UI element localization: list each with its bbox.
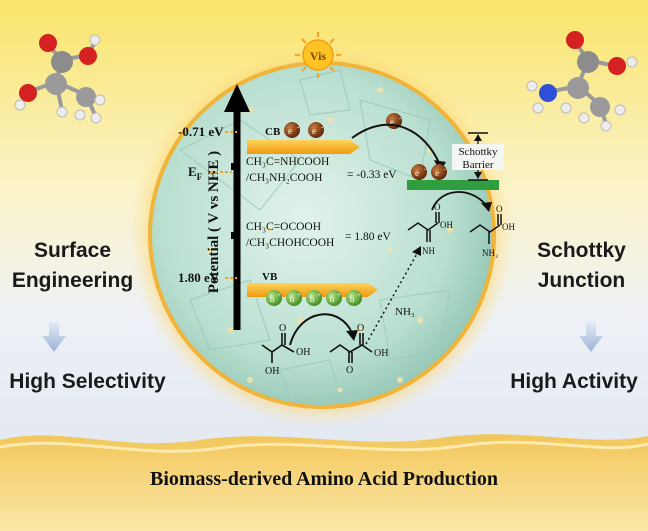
svg-text:+: + (357, 291, 361, 299)
svg-text:e: e (390, 117, 394, 127)
alanine-nh2: NH₂ (482, 248, 498, 258)
redox2-line2: /CH₃CHOHCOOH (246, 237, 334, 249)
right-title: Schottky Junction (515, 236, 648, 296)
svg-text:-: - (321, 123, 324, 131)
metal-cocatalyst-band (407, 180, 499, 190)
right-title-line2: Junction (537, 269, 626, 292)
sun-icon (295, 32, 341, 78)
imine-nh: NH (422, 246, 435, 256)
svg-text:+: + (317, 291, 321, 299)
redox1-value: = -0.33 eV (347, 169, 397, 181)
sand-highlight (0, 440, 648, 453)
lactic-o: O (279, 323, 286, 334)
ef-label: EF (188, 164, 203, 182)
potential-axis-arrowhead (224, 84, 250, 112)
ef-tick (231, 163, 237, 170)
potential-axis-label: Potential ( V vs NHE ) (206, 151, 222, 293)
redox2-tick (231, 232, 237, 239)
svg-text:h: h (310, 294, 315, 304)
photocatalyst-sphere (148, 61, 496, 409)
reduction-arrowhead (481, 202, 492, 212)
svg-text:e: e (288, 126, 292, 136)
svg-text:h: h (290, 294, 295, 304)
svg-text:e: e (312, 126, 316, 136)
svg-text:+: + (337, 291, 341, 299)
lactic-oh-2: OH (265, 366, 279, 377)
vb-hole-5: h+ (346, 290, 362, 306)
left-title-line1: Surface (33, 239, 112, 262)
pyruvic-o-bottom: O (346, 365, 353, 376)
metal-electron-2: e - (431, 164, 447, 180)
cb-band (247, 140, 360, 154)
lactic-oh-1: OH (296, 347, 310, 358)
cb-electron-2: e - (308, 122, 324, 138)
barrier-label-line1: Schottky (458, 146, 498, 158)
vb-hole-4: h+ (326, 290, 342, 306)
vb-hole-1: h+ (266, 290, 282, 306)
svg-text:+: + (297, 291, 301, 299)
pyruvic-oh: OH (374, 348, 388, 359)
reduction-arrow (431, 191, 487, 211)
barrier-label-bg (452, 144, 504, 170)
svg-text:h: h (270, 294, 275, 304)
left-title: Surface Engineering (0, 236, 145, 296)
cb-electron-1: e - (284, 122, 300, 138)
sun-label: Vis (310, 49, 327, 63)
vb-hole-2: h+ (286, 290, 302, 306)
right-title-line1: Schottky (537, 239, 626, 262)
imine-o: O (434, 202, 441, 212)
vb-hole-3: h+ (306, 290, 322, 306)
nh3-arrowhead (412, 246, 421, 256)
cb-value: -0.71 eV (178, 124, 224, 139)
left-result: High Selectivity (9, 370, 166, 393)
svg-text:e: e (435, 168, 439, 178)
left-title-line2: Engineering (11, 269, 134, 292)
svg-text:+: + (277, 291, 281, 299)
pyruvic-o-top: O (357, 323, 364, 334)
lactic-acid-3d-model (14, 34, 106, 124)
alanine-structure (469, 214, 502, 244)
vb-label: VB (262, 271, 278, 283)
alanine-3d-model (526, 31, 638, 132)
svg-text:-: - (424, 165, 427, 173)
barrier-label-line2: Barrier (462, 159, 493, 171)
sand-band (0, 434, 648, 531)
svg-text:-: - (444, 165, 447, 173)
redox2-line1: CH₃C=OCOOH (246, 221, 321, 233)
vb-holes: h+ h+ h+ h+ h+ (266, 290, 362, 306)
svg-text:h: h (350, 294, 355, 304)
lactic-acid-structure (261, 333, 295, 363)
footer-title: Biomass-derived Amino Acid Production (150, 468, 498, 490)
electron-transfer-arrow (351, 123, 441, 166)
svg-text:-: - (297, 123, 300, 131)
nh3-label: NH₃ (395, 306, 415, 318)
right-result: High Activity (510, 370, 638, 393)
pyruvic-acid-structure (329, 333, 373, 363)
svg-text:-: - (399, 114, 402, 122)
barrier-arrow-down (474, 172, 482, 179)
metal-electron-1: e - (411, 164, 427, 180)
right-down-arrow (579, 322, 603, 352)
cb-label: CB (265, 126, 281, 138)
oxidation-arrow (289, 313, 353, 346)
imine-oh: OH (440, 220, 453, 230)
left-down-arrow (42, 322, 66, 352)
barrier-arrow-up (474, 134, 482, 141)
redox1-line2: /CH₃NH₂COOH (246, 172, 322, 184)
redox2-value: = 1.80 eV (345, 231, 391, 243)
alanine-oh: OH (502, 222, 515, 232)
imine-structure (407, 212, 440, 242)
vb-value: 1.80 eV (178, 270, 220, 285)
alanine-o: O (496, 204, 503, 214)
svg-text:h: h (330, 294, 335, 304)
svg-text:e: e (415, 168, 419, 178)
redox1-line1: CH₃C=NHCOOH (246, 156, 329, 168)
oxidation-arrowhead (346, 330, 358, 341)
